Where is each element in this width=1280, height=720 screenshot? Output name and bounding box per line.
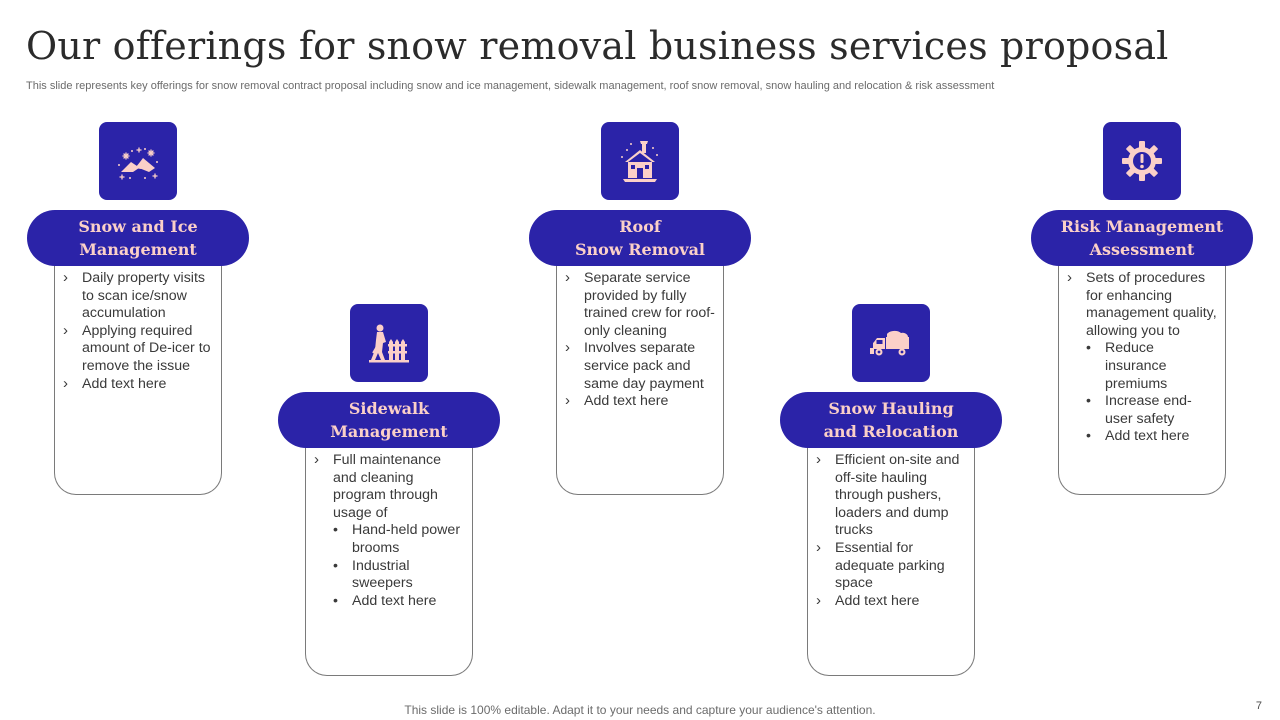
offering-card: Efficient on-site and off-site hauling t… <box>807 428 975 676</box>
offering-title: Sidewalk Management <box>278 392 500 448</box>
offering-subitem: Hand-held power brooms <box>333 522 466 557</box>
offering-item-text: Sets of procedures for enhancing managem… <box>1086 270 1217 339</box>
warning-gear-icon <box>1103 122 1181 200</box>
offering-item: Applying required amount of De-icer to r… <box>63 322 215 376</box>
offering-subitem: Add text here <box>333 593 466 611</box>
offering-subitem: Reduce insurance premiums <box>1086 340 1219 393</box>
offering-item-text: Full maintenance and cleaning program th… <box>333 452 442 521</box>
person-shoveling-fence-icon <box>350 304 428 382</box>
offering-title: Snow Hauling and Relocation <box>780 392 1002 448</box>
offering-item: Full maintenance and cleaning program th… <box>314 451 466 611</box>
offering-subitem: Add text here <box>1086 428 1219 446</box>
offering-title: Roof Snow Removal <box>529 210 751 266</box>
offering-item: Add text here <box>565 392 717 411</box>
offering-item: Daily property visits to scan ice/snow a… <box>63 269 215 323</box>
offering-item: Involves separate service pack and same … <box>565 339 717 393</box>
slide-footer: This slide is 100% editable. Adapt it to… <box>404 703 876 717</box>
offering-subitem: Industrial sweepers <box>333 558 466 593</box>
snowy-house-icon <box>601 122 679 200</box>
offering-card: Separate service provided by fully train… <box>556 246 724 495</box>
offering-subitem: Increase end-user safety <box>1086 393 1219 428</box>
offering-title: Snow and Ice Management <box>27 210 249 266</box>
offering-item: Add text here <box>63 375 215 394</box>
slide-subtitle: This slide represents key offerings for … <box>26 80 995 92</box>
offering-title: Risk Management Assessment <box>1031 210 1253 266</box>
snowflakes-roof-icon <box>99 122 177 200</box>
offering-item: Separate service provided by fully train… <box>565 269 717 340</box>
offering-item: Essential for adequate parking space <box>816 539 968 593</box>
slide-title: Our offerings for snow removal business … <box>26 24 1169 68</box>
offering-item: Add text here <box>816 592 968 611</box>
offering-item: Sets of procedures for enhancing managem… <box>1067 269 1219 446</box>
page-number: 7 <box>1255 700 1262 712</box>
offering-card: Daily property visits to scan ice/snow a… <box>54 246 222 495</box>
offering-card: Full maintenance and cleaning program th… <box>305 428 473 676</box>
offering-item: Efficient on-site and off-site hauling t… <box>816 451 968 540</box>
snow-truck-icon <box>852 304 930 382</box>
offering-card: Sets of procedures for enhancing managem… <box>1058 246 1226 495</box>
